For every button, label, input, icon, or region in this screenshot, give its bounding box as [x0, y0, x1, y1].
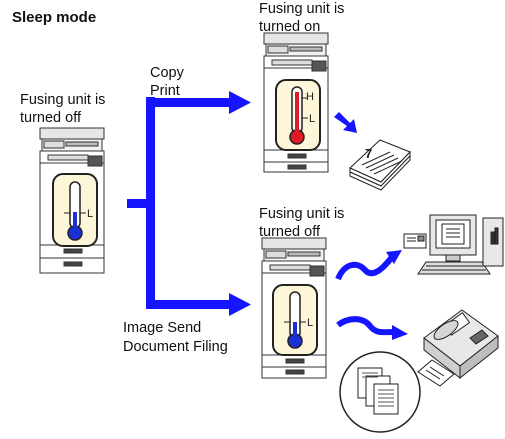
bottom-state-line1: Fusing unit is — [259, 206, 345, 222]
document-stack-icon — [339, 351, 421, 433]
computer-icon — [403, 214, 504, 275]
thermometer-icon: L — [52, 173, 98, 247]
thermometer-icon: L — [272, 284, 318, 356]
job-print-label: Print — [150, 83, 180, 99]
gauge-low-label: L — [309, 113, 315, 125]
gauge-low-label: L — [307, 317, 313, 329]
printed-pages-icon: 7 — [349, 139, 411, 191]
top-state-line1: Fusing unit is — [259, 1, 345, 17]
job-image-send-label: Image Send — [123, 320, 202, 336]
top-state-line2: turned on — [259, 19, 321, 35]
branch-arrow — [127, 91, 251, 316]
job-copy-label: Copy — [150, 65, 184, 81]
left-state-line1: Fusing unit is — [20, 92, 106, 108]
job-document-filing-label: Document Filing — [123, 339, 228, 355]
send-arrow-computer — [335, 250, 402, 281]
output-arrow — [334, 112, 357, 133]
gauge-high-label: H — [306, 91, 314, 103]
diagram-title: Sleep mode — [12, 9, 97, 26]
send-arrow-fax — [336, 316, 408, 340]
bottom-state-line2: turned off — [259, 224, 321, 240]
left-state-line2: turned off — [20, 110, 82, 126]
thermometer-icon: H L — [275, 79, 321, 151]
gauge-low-label: L — [87, 208, 93, 220]
svg-text:7: 7 — [365, 146, 372, 161]
fax-machine-icon — [417, 309, 499, 387]
